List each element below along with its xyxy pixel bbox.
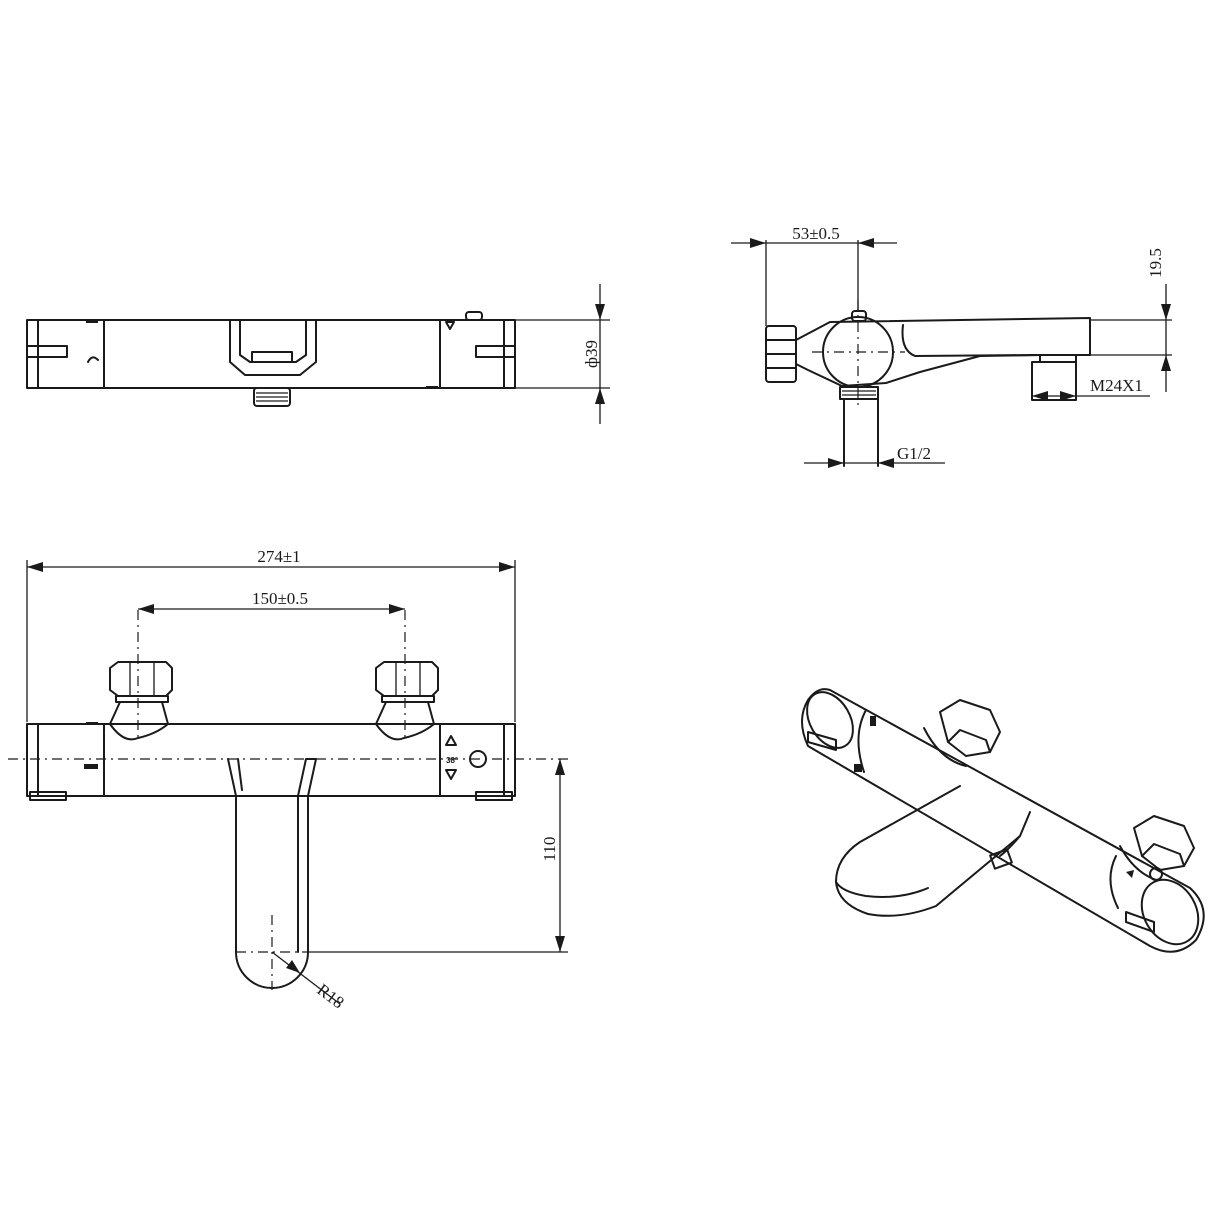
spout-reach-label: 110 [540,837,559,862]
left-inlet-connector [109,661,173,741]
top-button [465,311,483,321]
side-height-label: 19.5 [1146,248,1165,278]
front-view-body [26,723,516,797]
front-view: 38° 274±1 [8,547,570,1012]
iso-spout [835,785,1031,917]
top-left-symbol [87,356,99,363]
right-inlet-connector [375,661,439,741]
isometric-view [801,688,1205,953]
temp-label: 38° [446,756,458,765]
temp-up-triangle [445,735,457,746]
top-diameter-label: ф39 [582,340,601,368]
front-button [469,750,487,768]
side-body-outline [795,317,1091,387]
top-spout-outline [229,319,317,376]
top-left-lever-slot [26,345,68,358]
inlet-spacing-label: 150±0.5 [252,589,308,608]
top-view: ф39 [26,284,610,424]
side-inlet-thread-label: G1/2 [897,444,931,463]
side-depth-label: 53±0.5 [792,224,840,243]
top-right-lever-slot [475,345,516,358]
front-right-foot [475,791,513,801]
front-left-foot [29,791,67,801]
side-hex-nut [765,325,797,383]
top-right-triangle-mark [445,321,455,330]
top-view-body [26,319,516,389]
side-outlet-thread-label: M24X1 [1090,376,1143,395]
side-view: 53±0.5 19.5 M24X1 G1/2 [731,224,1172,468]
side-inlet-pipe [839,386,879,467]
temp-down-triangle [445,769,457,780]
iso-left-end [806,691,854,749]
total-length-label: 274±1 [257,547,300,566]
iso-left-inlet [923,699,1001,767]
top-threaded-outlet [253,387,291,407]
spout-radius-label: R18 [314,980,348,1012]
iso-right-end [1140,878,1200,946]
